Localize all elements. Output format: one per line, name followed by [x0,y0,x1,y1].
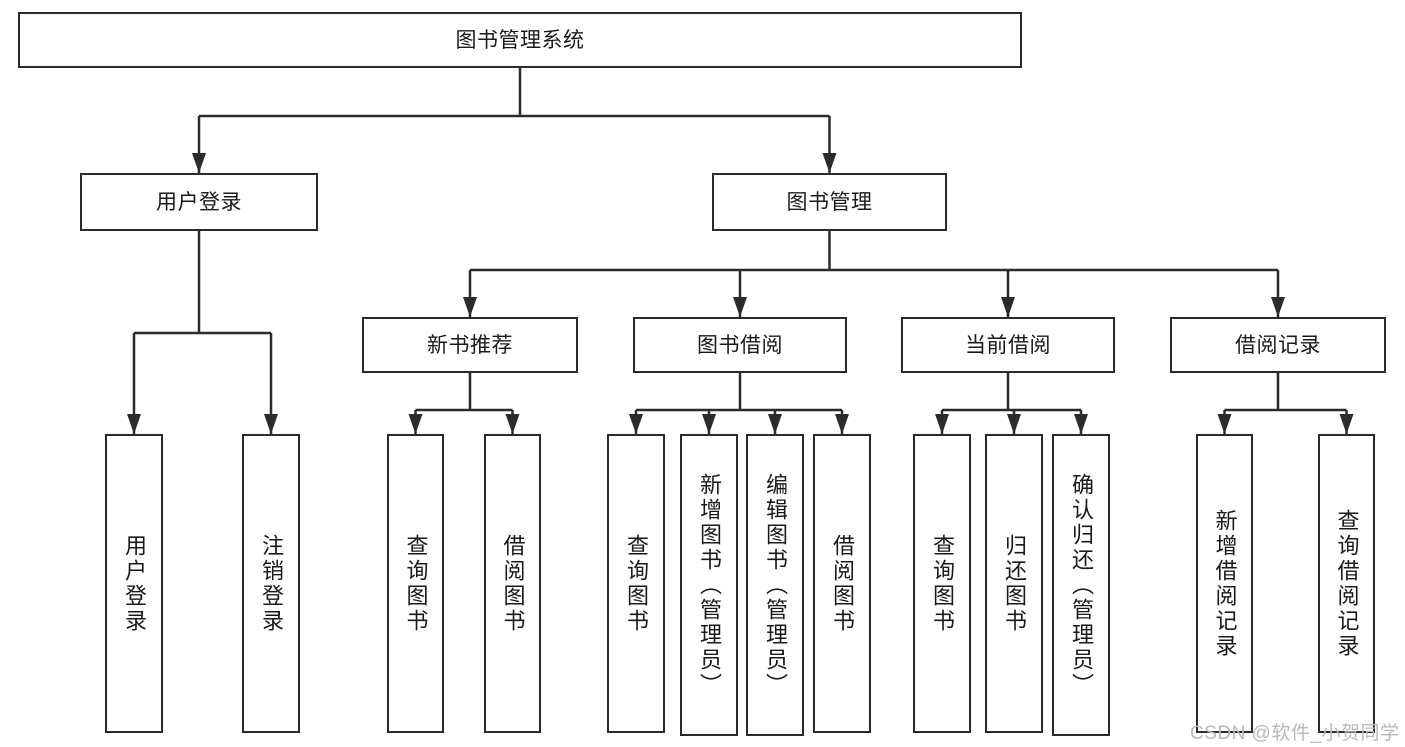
node-label: 图书管理 [786,190,873,214]
node-label: 借阅记录 [1235,333,1321,357]
node-label: 查询图书 [623,533,649,634]
node-label: 新书推荐 [427,333,513,357]
arrow-head-icon-newbook [463,297,477,317]
node-records: 借阅记录 [1170,317,1386,373]
arrow-head-icon-leaf-add-record [1217,414,1232,434]
arrow-head-icon-records [1271,297,1285,317]
node-leaf-borrow-book-1: 借阅图书 [484,434,541,733]
arrow-head-icon-login [192,153,206,173]
node-leaf-user-login: 用户登录 [105,434,163,733]
node-label: 新增图书（管理员） [696,472,722,698]
node-leaf-query-book-2: 查询图书 [607,434,665,733]
node-leaf-query-book-3: 查询图书 [913,434,971,733]
arrow-head-icon-leaf-confirm-return [1074,414,1088,434]
arrow-head-icon-borrow [733,297,747,317]
node-label: 当前借阅 [965,333,1051,357]
node-label: 注销登录 [258,533,284,634]
arrow-head-icon-bookmgmt [822,153,837,173]
node-bookmgmt: 图书管理 [712,173,947,231]
node-label: 确认归还（管理员） [1068,472,1094,698]
node-current: 当前借阅 [901,317,1115,373]
node-newbook: 新书推荐 [362,317,578,373]
arrow-head-icon-leaf-query-book-3 [935,414,949,434]
arrow-head-icon-leaf-query-book-1 [408,414,423,434]
arrow-head-icon-leaf-query-book-2 [629,414,643,434]
arrow-head-icon-leaf-logout [264,414,278,434]
node-leaf-borrow-book-2: 借阅图书 [813,434,871,733]
node-leaf-edit-book: 编辑图书（管理员） [746,434,804,736]
node-label: 查询图书 [403,533,429,634]
node-leaf-query-record: 查询借阅记录 [1318,434,1375,733]
node-leaf-query-book-1: 查询图书 [387,434,444,733]
arrow-head-icon-leaf-add-book [702,414,716,434]
node-leaf-return-book: 归还图书 [985,434,1043,733]
node-label: 图书借阅 [697,333,783,357]
arrow-head-icon-leaf-return-book [1007,414,1021,434]
node-label: 归还图书 [1001,533,1027,634]
node-label: 编辑图书（管理员） [762,472,788,698]
node-root: 图书管理系统 [18,12,1022,68]
node-label: 借阅图书 [829,533,855,634]
node-label: 图书管理系统 [455,28,585,52]
node-login: 用户登录 [80,173,318,231]
node-label: 查询借阅记录 [1334,508,1360,659]
arrow-head-icon-leaf-borrow-book-2 [835,414,849,434]
node-borrow: 图书借阅 [633,317,847,373]
node-leaf-add-record: 新增借阅记录 [1196,434,1253,733]
node-leaf-confirm-return: 确认归还（管理员） [1052,434,1110,736]
node-label: 新增借阅记录 [1212,508,1238,659]
arrow-head-icon-leaf-borrow-book-1 [505,414,520,434]
arrow-head-icon-current [1001,297,1015,317]
arrow-head-icon-leaf-user-login [127,414,141,434]
node-label: 查询图书 [929,533,955,634]
node-label: 借阅图书 [500,533,526,634]
node-leaf-add-book: 新增图书（管理员） [680,434,738,736]
node-label: 用户登录 [156,190,242,214]
arrow-head-icon-leaf-query-record [1339,414,1354,434]
arrow-head-icon-leaf-edit-book [768,414,782,434]
node-label: 用户登录 [121,533,147,634]
node-leaf-logout: 注销登录 [242,434,300,733]
